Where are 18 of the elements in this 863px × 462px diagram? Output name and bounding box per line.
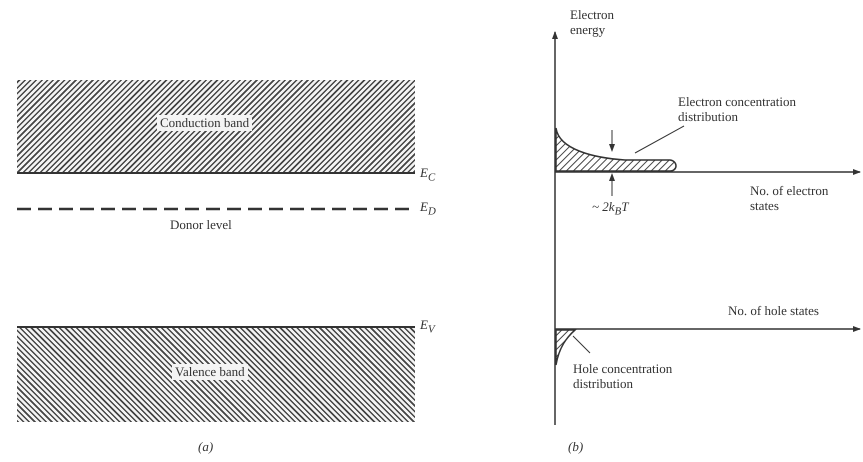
leader-line [572,336,590,354]
energy-level-label: E$_{V}$ [420,318,435,336]
axis-label: No. of hole states [728,304,819,319]
band-label: Valence band [172,364,248,380]
dimension-label: ~ 2k$_{B}$T [592,200,628,218]
callout-text: Electron concentration distribution [678,95,858,125]
valence-band [17,326,415,422]
conduction-band [17,80,415,174]
energy-level-label: E$_{C}$ [420,166,436,184]
level-label: Donor level [170,218,232,233]
energy-level-label: E$_{D}$ [420,200,436,218]
leader-line [634,126,684,154]
callout-text: Hole concentration distribution [573,362,733,392]
band-label: Conduction band [157,115,252,131]
panel-label: (b) [568,440,584,455]
panel-label: (a) [198,440,214,455]
axis-label: No. of electron states [750,184,830,214]
axis-label: Electron energy [570,8,616,38]
